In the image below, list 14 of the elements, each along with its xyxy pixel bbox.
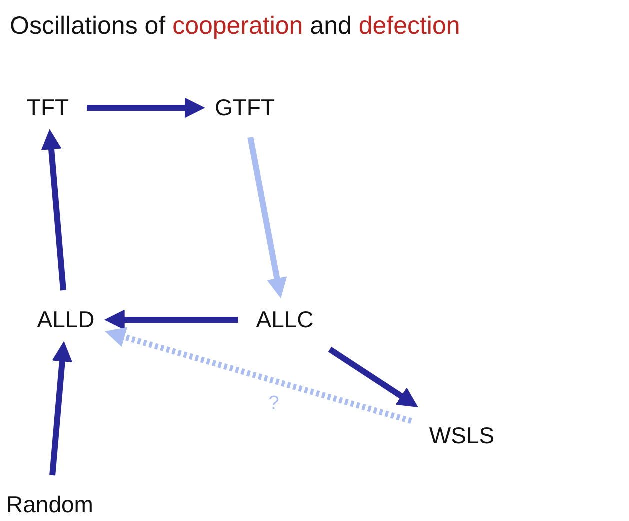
strategy-label: Random: [2, 490, 98, 520]
strategy-label: ALLC: [252, 304, 318, 336]
arrow: [328, 346, 418, 408]
arrow: [87, 98, 206, 118]
arrow: [248, 136, 288, 299]
arrow: [104, 310, 238, 330]
strategy-label: TFT: [22, 92, 74, 124]
strategy-label: GTFT: [210, 92, 280, 124]
strategy-label: ALLD: [33, 304, 99, 336]
strategy-label: WSLS: [425, 420, 499, 452]
diagram-title: Oscillations of cooperation and defection: [10, 12, 460, 41]
arrow: [41, 129, 66, 291]
dotted-arrow: [105, 327, 412, 424]
arrow: [50, 341, 73, 476]
